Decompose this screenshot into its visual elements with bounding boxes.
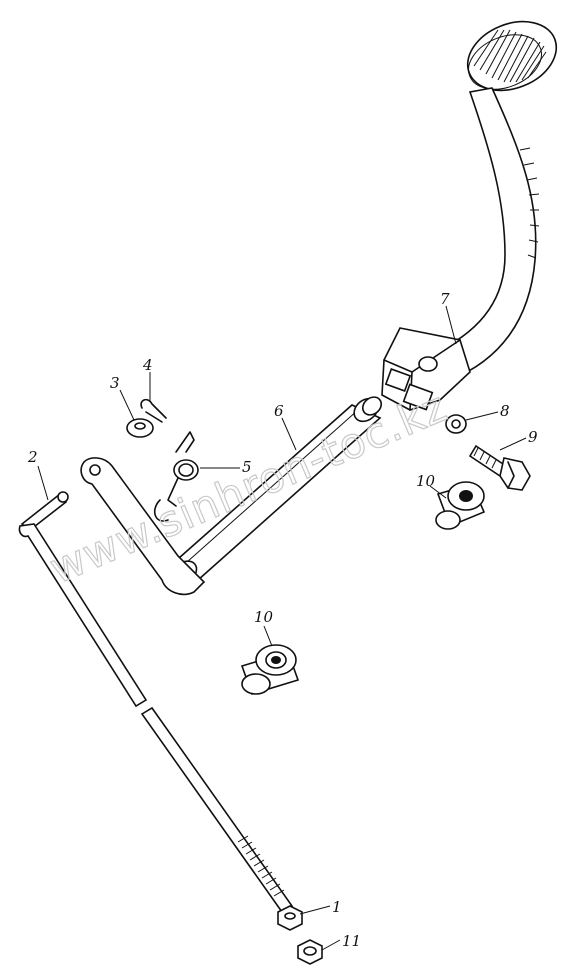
callout-8: 8 bbox=[500, 402, 510, 420]
leader-lines bbox=[37, 305, 527, 951]
callout-9: 9 bbox=[528, 428, 538, 446]
pedal-arm-hatching bbox=[519, 147, 540, 259]
bushing-upper bbox=[435, 481, 486, 530]
callout-11: 11 bbox=[342, 932, 361, 950]
pedal-shaft bbox=[168, 396, 383, 586]
callout-5: 5 bbox=[242, 458, 252, 476]
bushing-lower bbox=[240, 644, 300, 695]
bolt bbox=[468, 444, 531, 491]
callout-2: 2 bbox=[27, 448, 38, 466]
lock-nut bbox=[297, 939, 323, 965]
l-rod bbox=[18, 491, 294, 914]
callout-7: 7 bbox=[440, 290, 450, 308]
cotter-pin bbox=[140, 398, 167, 423]
nut bbox=[277, 905, 303, 931]
callout-labels: 1 2 3 4 5 6 7 8 9 10 10 11 bbox=[27, 290, 538, 950]
pedal-pad-ribbing bbox=[473, 29, 547, 83]
pedal-lever bbox=[381, 20, 558, 411]
washer bbox=[126, 418, 154, 438]
callout-6: 6 bbox=[274, 402, 284, 420]
rod-thread bbox=[237, 835, 285, 897]
callout-10-upper: 10 bbox=[416, 472, 436, 490]
lock-washer bbox=[445, 414, 467, 434]
callout-4: 4 bbox=[142, 356, 153, 374]
return-spring bbox=[167, 431, 199, 507]
callout-10-lower: 10 bbox=[254, 608, 274, 626]
callout-3: 3 bbox=[110, 374, 120, 392]
shaft-lever-plate bbox=[80, 457, 206, 596]
callout-1: 1 bbox=[332, 898, 342, 916]
